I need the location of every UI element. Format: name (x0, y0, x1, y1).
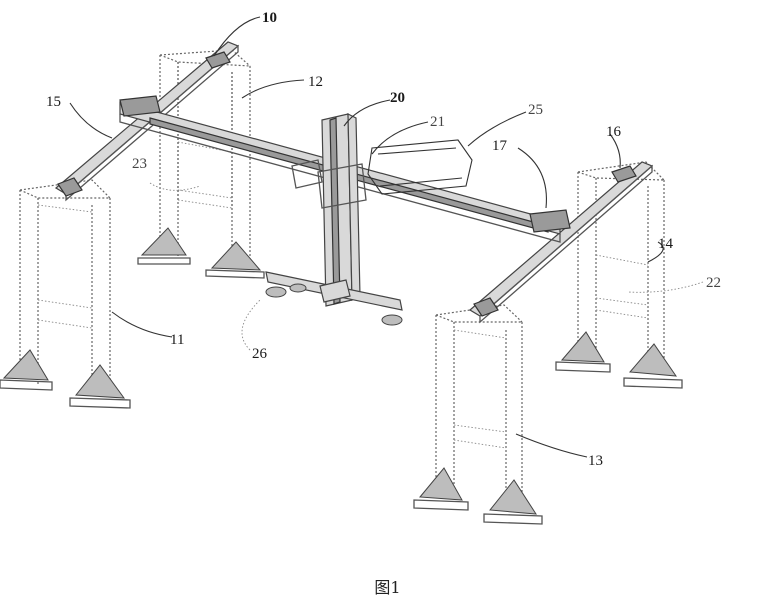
vertical-column-20 (317, 113, 367, 307)
label-23: 23 (132, 156, 147, 172)
label-12: 12 (308, 74, 323, 90)
label-15: 15 (46, 94, 61, 110)
column-frame-13 (413, 304, 543, 525)
label-14: 14 (658, 236, 674, 252)
right-side-rail-16 (468, 161, 654, 324)
label-22: 22 (706, 275, 721, 291)
reference-numerals: 10 11 12 13 14 15 16 17 20 21 22 23 25 2… (46, 10, 721, 469)
column-frame-12 (137, 49, 265, 279)
label-16: 16 (606, 124, 622, 140)
label-11: 11 (170, 332, 184, 348)
figure-caption: 图1 (374, 578, 401, 597)
base-cart (265, 271, 403, 326)
label-10: 10 (262, 10, 277, 26)
label-21: 21 (430, 114, 445, 130)
column-frame-11 (0, 179, 131, 409)
label-20: 20 (390, 90, 405, 106)
drive-unit (291, 139, 473, 195)
column-frame-14 (555, 161, 683, 389)
label-25: 25 (528, 102, 543, 118)
label-13: 13 (588, 453, 603, 469)
leader-lines (69, 16, 704, 458)
label-26: 26 (252, 346, 268, 362)
label-17: 17 (492, 138, 508, 154)
